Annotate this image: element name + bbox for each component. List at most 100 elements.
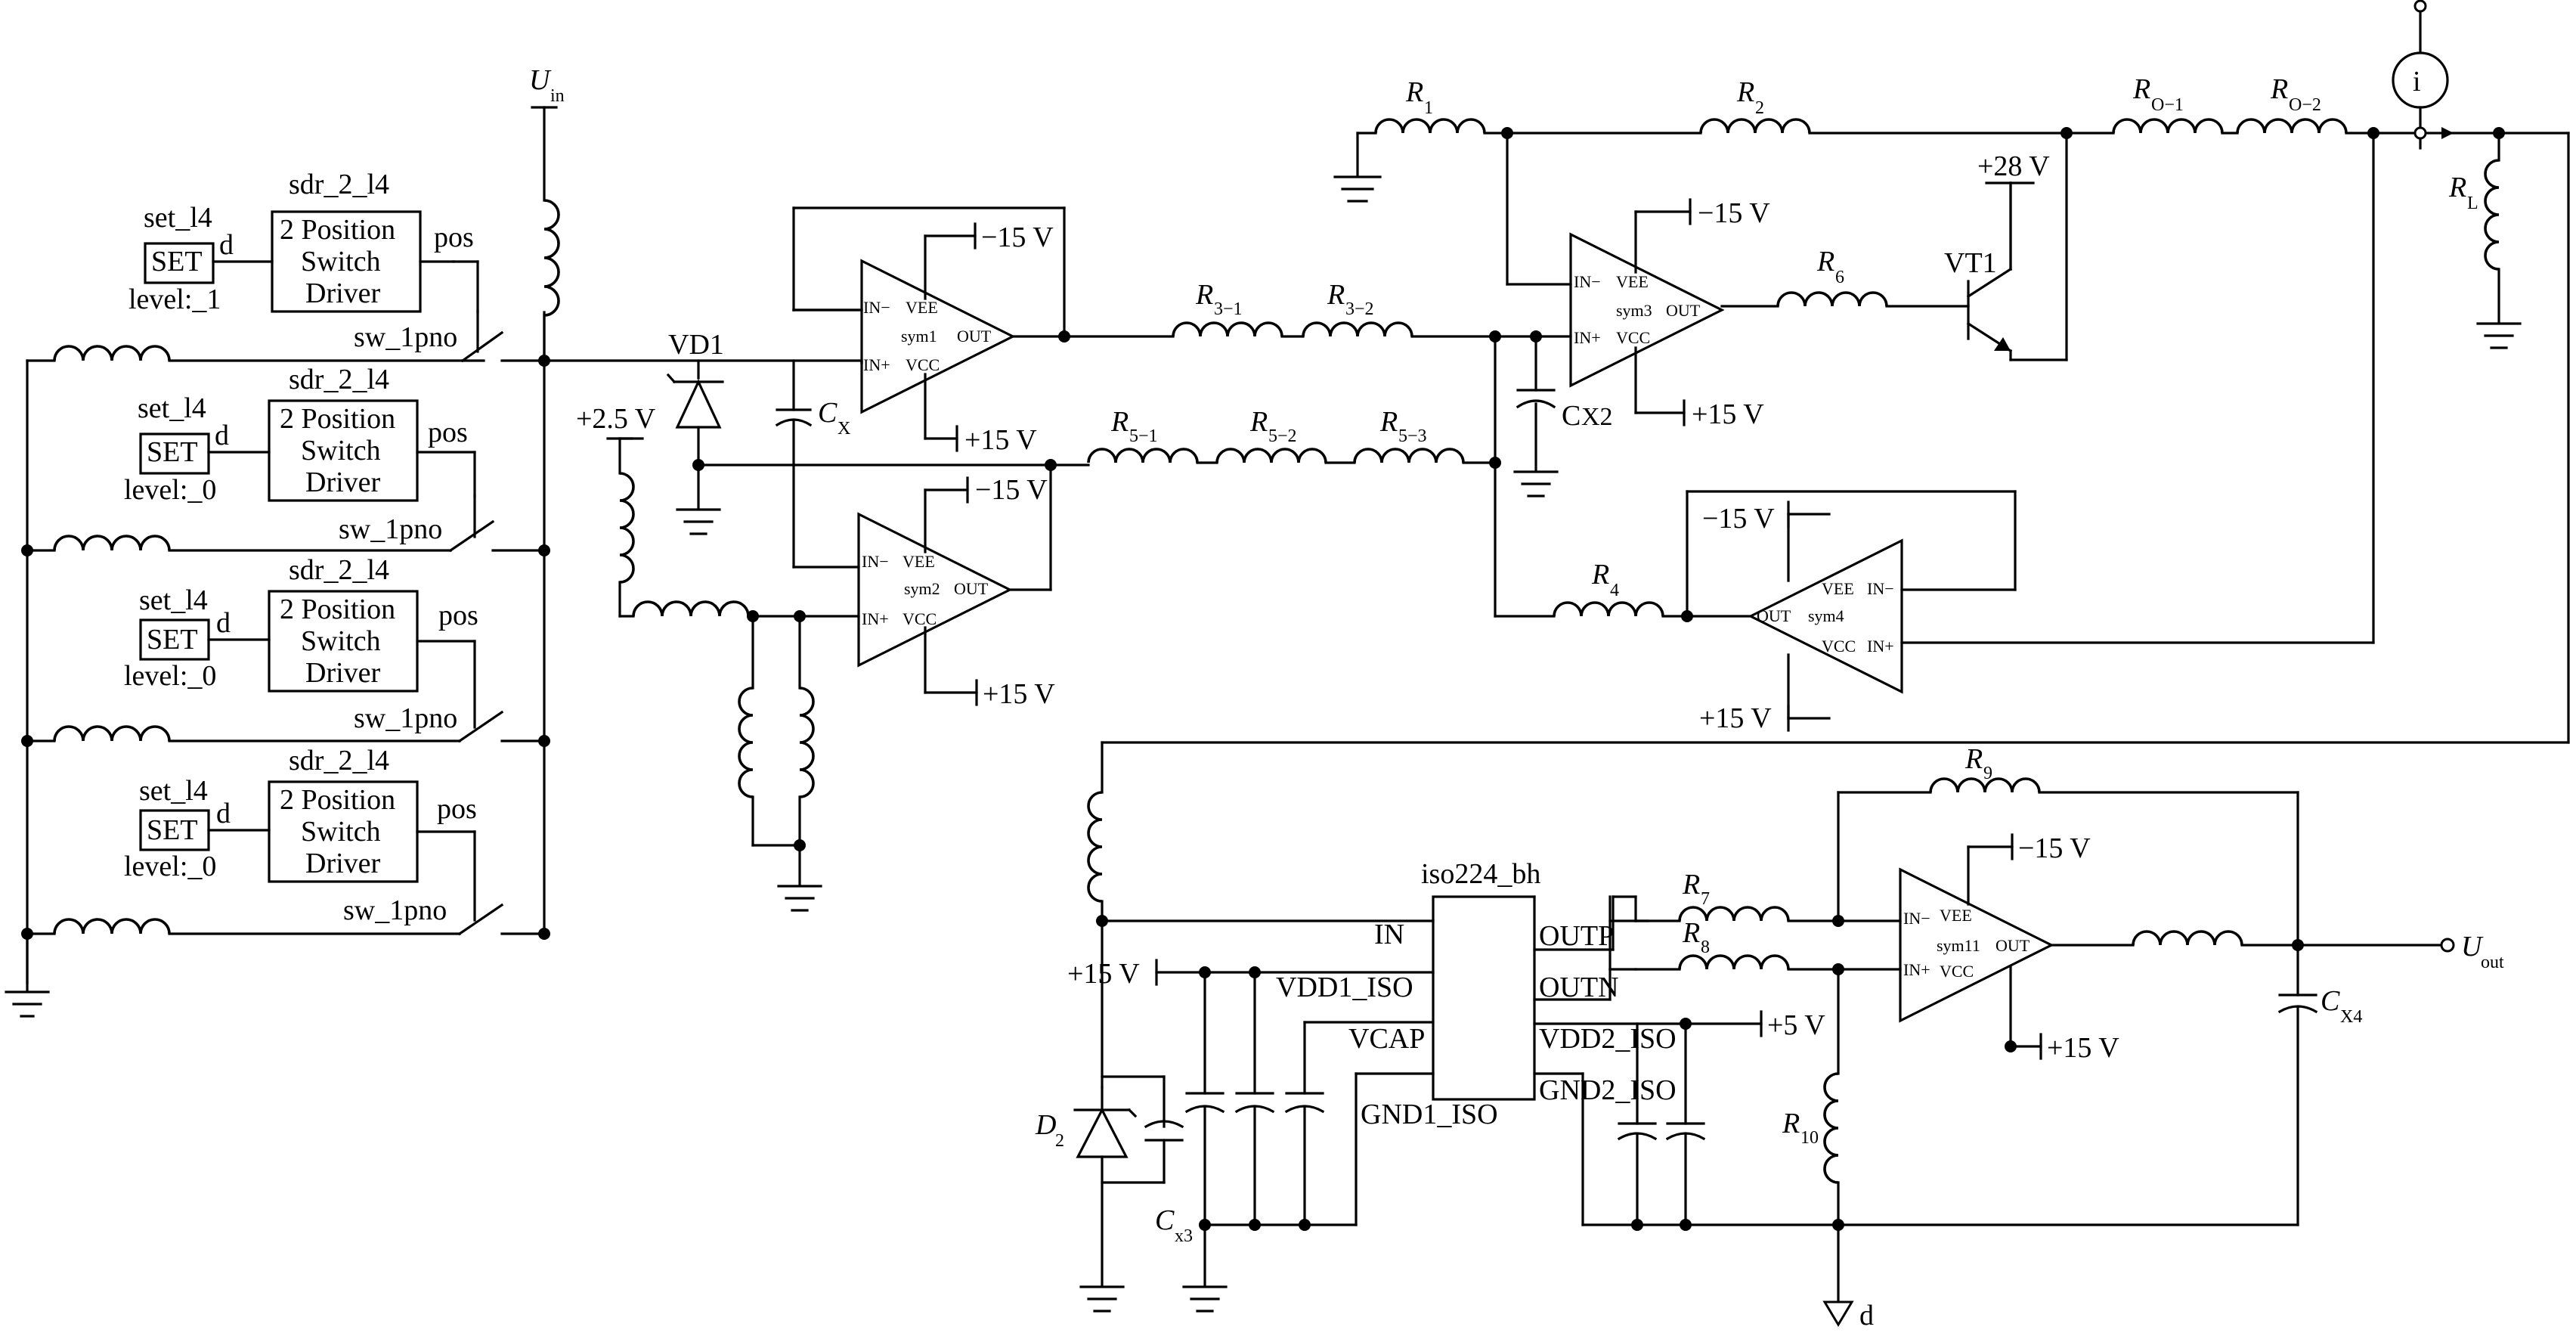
svg-text:in: in	[550, 86, 565, 106]
svg-text:VDD1_ISO: VDD1_ISO	[1276, 972, 1413, 1003]
svg-text:R: R	[1195, 279, 1213, 311]
svg-text:C: C	[1155, 1204, 1175, 1236]
svg-text:sw_1pno: sw_1pno	[339, 513, 442, 545]
svg-text:SET: SET	[147, 436, 198, 468]
svg-text:sym1: sym1	[901, 327, 937, 346]
isolation-section: D 2 +15 V	[1035, 743, 2504, 1331]
svg-text:2 Position: 2 Position	[280, 784, 395, 816]
svg-text:level:_0: level:_0	[124, 851, 216, 882]
svg-text:+15 V: +15 V	[964, 424, 1037, 456]
svg-text:5−1: 5−1	[1129, 426, 1158, 446]
svg-text:VCC: VCC	[906, 355, 940, 374]
svg-text:+5 V: +5 V	[1767, 1009, 1825, 1041]
svg-text:Switch: Switch	[301, 625, 381, 657]
svg-text:O−1: O−1	[2151, 95, 2184, 115]
svg-text:Switch: Switch	[301, 816, 381, 848]
svg-text:VEE: VEE	[906, 298, 938, 317]
switch-driver-3: set_l4 SET level:_0 d sdr_2_l4 2 Positio…	[124, 554, 478, 734]
svg-text:IN+: IN+	[862, 609, 889, 628]
svg-text:IN+: IN+	[1867, 637, 1894, 656]
svg-text:sym2: sym2	[904, 579, 940, 598]
svg-text:d: d	[1859, 1300, 1874, 1331]
svg-text:5−2: 5−2	[1268, 426, 1297, 446]
svg-text:d: d	[216, 607, 231, 639]
svg-text:out: out	[2481, 953, 2504, 972]
svg-text:D: D	[1035, 1109, 1056, 1141]
svg-text:6: 6	[1835, 268, 1844, 287]
svg-text:−15 V: −15 V	[981, 222, 1054, 253]
svg-text:−15 V: −15 V	[2018, 832, 2091, 864]
svg-text:IN−: IN−	[862, 552, 889, 571]
svg-text:VCC: VCC	[903, 609, 937, 628]
svg-text:sdr_2_l4: sdr_2_l4	[289, 554, 389, 586]
svg-text:9: 9	[1983, 764, 1992, 783]
svg-text:level:_1: level:_1	[128, 284, 221, 315]
svg-text:R: R	[2448, 172, 2466, 203]
svg-text:Switch: Switch	[301, 246, 381, 277]
switch-driver-4: set_l4 SET level:_0 d sdr_2_l4 2 Positio…	[124, 745, 477, 926]
svg-text:10: 10	[1800, 1128, 1819, 1148]
svg-text:2 Position: 2 Position	[280, 594, 395, 625]
svg-text:set_l4: set_l4	[139, 775, 208, 807]
svg-text:IN−: IN−	[1903, 909, 1930, 928]
svg-text:i: i	[2413, 66, 2421, 98]
svg-text:R: R	[2132, 73, 2150, 105]
svg-text:−15 V: −15 V	[1702, 503, 1775, 535]
svg-text:O−2: O−2	[2289, 95, 2321, 115]
svg-text:GND2_ISO: GND2_ISO	[1539, 1074, 1677, 1106]
svg-text:R: R	[1110, 406, 1129, 438]
svg-text:VCC: VCC	[1822, 637, 1856, 656]
svg-text:sdr_2_l4: sdr_2_l4	[289, 364, 389, 395]
svg-text:OUT: OUT	[954, 579, 989, 598]
svg-text:SET: SET	[147, 624, 198, 656]
svg-text:IN+: IN+	[863, 355, 890, 374]
svg-text:OUT: OUT	[1995, 936, 2030, 955]
svg-text:pos: pos	[438, 600, 478, 631]
svg-text:IN: IN	[1374, 919, 1404, 950]
svg-text:d: d	[216, 798, 231, 829]
svg-text:IN+: IN+	[1903, 960, 1930, 979]
svg-text:pos: pos	[428, 417, 468, 448]
svg-text:X4: X4	[2340, 1007, 2362, 1027]
svg-text:+15 V: +15 V	[1067, 958, 1140, 990]
svg-text:C: C	[818, 397, 838, 429]
svg-text:Switch: Switch	[301, 435, 381, 467]
svg-text:+15 V: +15 V	[1699, 702, 1772, 734]
svg-text:OUTP: OUTP	[1539, 920, 1614, 952]
svg-text:VDD2_ISO: VDD2_ISO	[1539, 1023, 1677, 1055]
svg-text:IN−: IN−	[1867, 579, 1894, 598]
svg-text:VEE: VEE	[1616, 272, 1649, 291]
svg-text:sw_1pno: sw_1pno	[343, 894, 447, 926]
svg-text:sym11: sym11	[1937, 936, 1980, 955]
svg-text:R: R	[1736, 76, 1754, 108]
svg-text:R: R	[1405, 76, 1423, 108]
svg-text:R: R	[1782, 1108, 1800, 1139]
svg-text:R: R	[1327, 279, 1345, 311]
svg-text:sdr_2_l4: sdr_2_l4	[289, 169, 389, 200]
svg-text:GND1_ISO: GND1_ISO	[1361, 1099, 1498, 1130]
svg-text:−15 V: −15 V	[1698, 197, 1770, 229]
svg-text:OUT: OUT	[957, 327, 992, 346]
reference-section: VD1 C X IN− IN+ VEE VCC sym1 OUT −15 V +…	[543, 206, 1090, 912]
svg-text:1: 1	[1424, 98, 1433, 118]
svg-text:R: R	[1682, 917, 1700, 949]
svg-text:4: 4	[1610, 581, 1619, 600]
svg-text:d: d	[219, 229, 234, 261]
svg-text:OUT: OUT	[1757, 606, 1791, 625]
svg-text:C: C	[1562, 400, 1581, 432]
svg-text:VCC: VCC	[1616, 328, 1650, 347]
svg-text:VCAP: VCAP	[1348, 1023, 1425, 1055]
svg-text:L: L	[2467, 194, 2478, 213]
svg-text:VD1: VD1	[668, 329, 724, 361]
svg-text:sym3: sym3	[1616, 301, 1652, 320]
svg-text:level:_0: level:_0	[124, 660, 216, 692]
svg-text:set_l4: set_l4	[139, 584, 208, 616]
svg-text:2 Position: 2 Position	[280, 403, 395, 435]
svg-text:SET: SET	[151, 246, 203, 277]
svg-text:R: R	[1249, 406, 1268, 438]
svg-text:VEE: VEE	[903, 552, 935, 571]
svg-text:3−2: 3−2	[1345, 299, 1374, 319]
svg-text:OUTN: OUTN	[1539, 972, 1619, 1003]
svg-text:IN−: IN−	[863, 298, 890, 317]
svg-text:x3: x3	[1175, 1226, 1193, 1246]
